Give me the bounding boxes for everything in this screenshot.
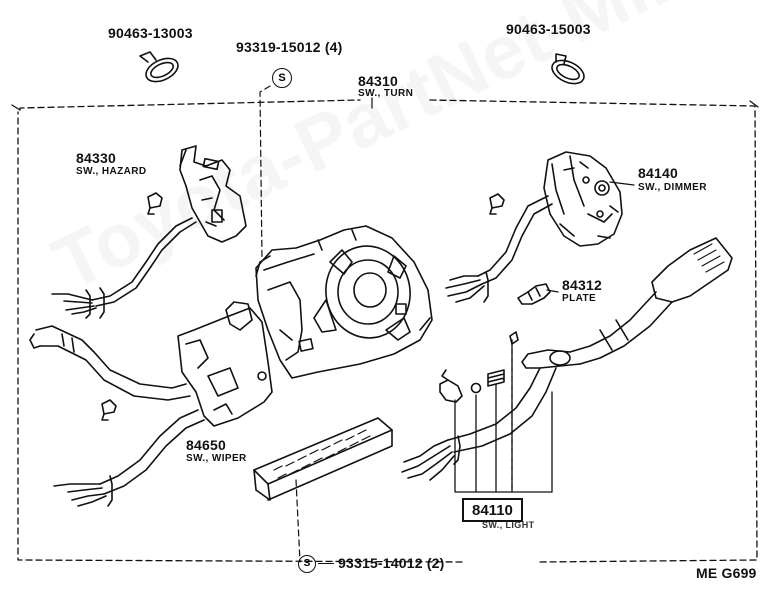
connector-block bbox=[253, 417, 393, 501]
dimmer-switch bbox=[445, 151, 623, 303]
clamp-left-label: 90463-13003 bbox=[108, 25, 193, 41]
hazard-bolt bbox=[147, 192, 163, 215]
screw-symbol-bottom: S bbox=[298, 555, 316, 573]
screw-top-label: 93319-15012 (4) bbox=[236, 39, 343, 55]
wiper-bolt bbox=[101, 399, 117, 421]
light-switch-lever bbox=[401, 237, 733, 481]
boundary-tick bbox=[11, 100, 759, 111]
light-switch-desc: SW., LIGHT bbox=[482, 520, 535, 530]
wiper-switch-number: 84650 bbox=[186, 437, 226, 453]
plate-desc: PLATE bbox=[562, 293, 597, 304]
screw-bottom-label: 93315-14012 (2) bbox=[338, 555, 445, 571]
screw-symbol-top: S bbox=[272, 68, 292, 88]
dimmer-switch-desc: SW., DIMMER bbox=[638, 182, 707, 193]
hazard-switch bbox=[51, 145, 247, 319]
reference-code: ME G699 bbox=[696, 565, 757, 581]
wiper-switch-desc: SW., WIPER bbox=[186, 453, 247, 464]
turn-switch-number: 84310 bbox=[358, 73, 398, 89]
clamp-left bbox=[139, 51, 179, 83]
hazard-switch-desc: SW., HAZARD bbox=[76, 166, 147, 177]
dimmer-switch-number: 84140 bbox=[638, 165, 678, 181]
light-switch-leaders bbox=[454, 339, 553, 493]
turn-switch bbox=[255, 225, 433, 379]
plate-number: 84312 bbox=[562, 277, 602, 293]
dimmer-bolt bbox=[489, 193, 505, 215]
wiper-switch bbox=[29, 301, 273, 507]
screw-bottom-leader bbox=[295, 479, 301, 563]
light-switch-number: 84110 bbox=[462, 498, 523, 522]
screw-bottom-dash bbox=[318, 563, 334, 564]
clamp-right-label: 90463-15003 bbox=[506, 21, 591, 37]
clamp-right bbox=[551, 53, 585, 85]
hazard-switch-number: 84330 bbox=[76, 150, 116, 166]
turn-switch-desc: SW., TURN bbox=[358, 88, 414, 99]
plate-part bbox=[517, 283, 551, 305]
screw-top-leader bbox=[259, 85, 271, 261]
